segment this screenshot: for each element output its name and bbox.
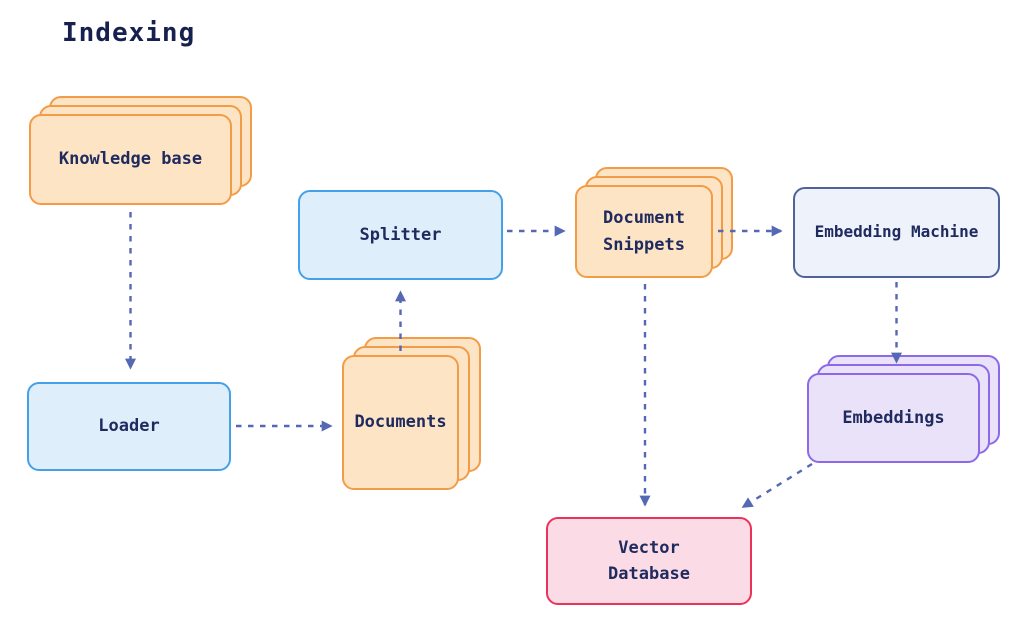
stack-card-front: Embeddings [807,373,980,463]
node-label: Splitter [359,224,442,245]
node-splitter: Splitter [298,190,503,280]
node-loader: Loader [27,382,231,471]
node-label: Vector Database [608,537,690,584]
node-label: Document Snippets [603,208,685,255]
stack-card-front: Document Snippets [575,185,713,278]
stack-card-front: Documents [342,355,459,490]
node-label: Embeddings [842,407,945,428]
node-label: Loader [98,416,160,437]
node-label: Documents [354,412,447,433]
node-document-snippets: Document Snippets [575,167,733,278]
node-embeddings: Embeddings [807,355,1000,463]
node-vector-database: Vector Database [546,517,752,605]
arrow-embeddings-to-vectordatabase [741,462,813,509]
node-label: Embedding Machine [814,222,979,242]
diagram-title: Indexing [62,18,196,48]
node-embedding-machine: Embedding Machine [793,187,1000,278]
stack-card-front: Knowledge base [29,114,232,205]
node-knowledge-base: Knowledge base [29,96,252,205]
node-label: Knowledge base [58,149,203,170]
node-documents: Documents [342,337,481,490]
